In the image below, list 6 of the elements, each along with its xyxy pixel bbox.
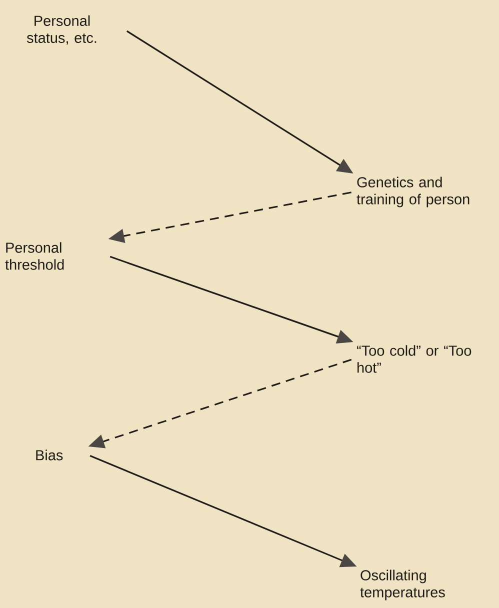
node-label: Oscillating temperatures <box>360 570 445 600</box>
node-label: Personal status, etc. <box>26 15 96 45</box>
node-label: Genetics and training of person <box>356 176 470 208</box>
node-label: Personal threshold <box>5 242 64 270</box>
node-label: “Too cold” or “Too hot” <box>357 345 472 373</box>
node-label: Bias <box>36 450 63 460</box>
